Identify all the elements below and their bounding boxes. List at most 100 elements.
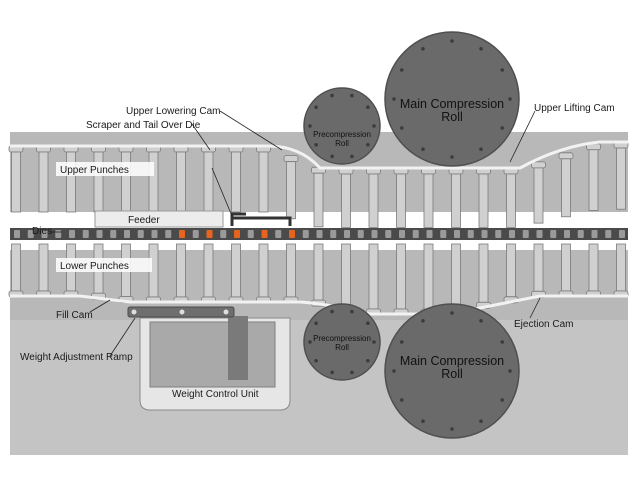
lower-cam-track	[10, 294, 628, 316]
upper-punch	[531, 161, 546, 224]
feeder-box	[94, 210, 224, 228]
roll-bolt	[500, 68, 505, 72]
upper-punches-label-bg	[56, 162, 154, 176]
die-filled	[179, 230, 185, 238]
label-ejection-cam: Ejection Cam	[514, 319, 573, 330]
die-empty	[316, 230, 323, 238]
main-roll-upper-line2: Roll	[441, 110, 463, 124]
roll-bolt	[392, 97, 396, 101]
roll-bolt	[330, 309, 334, 314]
roll-bolt	[450, 427, 454, 431]
leader-fill-cam	[89, 299, 111, 313]
roll-bolt	[399, 126, 404, 130]
label-scraper: Scraper and Tail Over Die	[86, 120, 201, 131]
die-empty	[110, 230, 117, 238]
roll-bolt	[479, 318, 483, 323]
lower-punch	[228, 243, 244, 304]
leader-scraper-top	[191, 123, 211, 151]
roll-bolt	[314, 359, 318, 363]
lower-punch	[173, 243, 189, 304]
roll-bolt	[500, 398, 505, 402]
upper-punch	[558, 152, 574, 218]
ramp-bolt-left	[131, 309, 137, 315]
roll-bolt	[450, 311, 454, 315]
roll-bolt	[366, 143, 370, 147]
roll-bolt	[479, 147, 483, 152]
roll-bolt	[508, 369, 512, 373]
die-empty	[275, 230, 282, 238]
upper-punch	[283, 155, 299, 220]
label-weight-control-unit: Weight Control Unit	[172, 389, 259, 400]
leader-scraper	[211, 167, 233, 217]
label-upper-punches: Upper Punches	[60, 165, 129, 176]
roll-bolt	[500, 340, 505, 344]
roll-bolt	[330, 93, 334, 98]
main-roll-lower-line2: Roll	[441, 367, 463, 381]
roll-bolt	[399, 398, 404, 402]
upper-punch	[366, 167, 381, 228]
ramp-bolt-mid	[179, 309, 185, 315]
main-compression-roll-upper: Main Compression Roll	[384, 31, 520, 167]
weight-control-piston	[228, 316, 248, 380]
die-empty	[412, 230, 419, 238]
die-filled	[206, 230, 213, 238]
pre-roll-lower-line2: Roll	[335, 343, 349, 352]
weight-control-unit	[139, 316, 291, 411]
leader-upper-lifting-cam	[509, 110, 536, 163]
roll-bolt	[392, 369, 396, 373]
die-empty	[27, 230, 34, 238]
upper-punch	[228, 145, 244, 213]
roll-bolt	[450, 39, 454, 43]
die-empty	[82, 230, 89, 238]
die-empty	[467, 230, 474, 238]
upper-punch	[8, 145, 24, 213]
die-empty	[426, 230, 433, 238]
die-empty	[220, 230, 227, 238]
roll-bolt	[479, 419, 483, 424]
die-empty	[371, 230, 378, 238]
leader-lines	[50, 110, 541, 357]
roll-bolt	[421, 419, 425, 424]
die-empty	[165, 230, 172, 238]
upper-punch	[476, 167, 491, 228]
die-filled	[289, 230, 295, 238]
die-empty	[357, 230, 364, 238]
lower-punch	[338, 243, 354, 312]
pre-roll-lower-line1: Precompression	[313, 334, 371, 343]
ramp-bolt-right	[223, 309, 229, 315]
die-empty	[536, 230, 543, 238]
lower-punch	[476, 243, 491, 309]
lower-punch	[201, 243, 216, 304]
label-dies: Dies	[32, 226, 52, 237]
lower-punch	[366, 243, 381, 316]
roll-bolt	[308, 340, 312, 344]
roll-bolt	[508, 97, 512, 101]
die-empty	[564, 230, 570, 238]
roll-bolt	[350, 93, 354, 98]
die-empty	[522, 230, 529, 238]
roll-bolt	[366, 321, 370, 325]
die-empty	[577, 230, 584, 238]
feeder-label: Feeder	[128, 215, 160, 226]
die-empty	[440, 230, 447, 238]
label-upper-lowering-cam: Upper Lowering Cam	[126, 106, 221, 117]
main-compression-roll-lower: Main Compression Roll	[384, 303, 520, 439]
main-roll-lower-line1: Main Compression	[400, 354, 504, 368]
main-roll-upper-line1: Main Compression	[400, 97, 504, 111]
lower-punches-label-bg	[56, 258, 152, 272]
die-empty	[495, 230, 502, 238]
upper-cam-track	[10, 140, 628, 170]
die-empty	[509, 230, 515, 238]
leader-upper-lowering-cam	[219, 110, 283, 151]
label-fill-cam: Fill Cam	[56, 310, 93, 321]
roll-bolt	[372, 124, 376, 128]
die-empty	[41, 230, 48, 238]
label-upper-lifting-cam: Upper Lifting Cam	[534, 103, 615, 114]
roll-bolt	[330, 370, 334, 375]
lower-punch	[283, 243, 299, 304]
die-empty	[605, 230, 612, 238]
upper-punch	[256, 145, 271, 213]
die-empty	[399, 230, 405, 238]
roll-bolt	[308, 124, 312, 128]
